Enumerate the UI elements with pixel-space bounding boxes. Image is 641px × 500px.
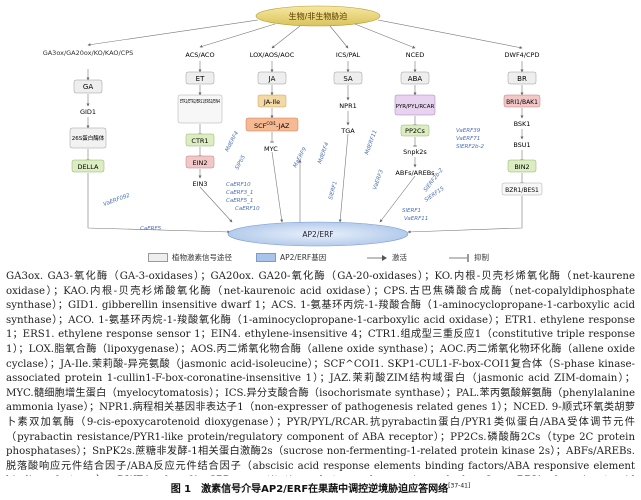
converging-arrows [87, 133, 523, 234]
erf-gene-6: CaERF10 [235, 206, 260, 212]
erf-gene-15: VaERF11 [404, 216, 428, 222]
ga-branch: GA3ox/GA20ox/KO/KAO/CPS GA GID1 26S蛋白酶体 … [43, 49, 134, 173]
ja-enzymes: LOX/AOS/AOC [250, 51, 295, 59]
ap2-erf-label: AP2/ERF [302, 230, 333, 239]
erf-gene-8: MdERF4 [317, 141, 330, 164]
hormone-signaling-diagram: 生物/非生物胁迫 GA3ox/GA20ox/KO/KAO/CPS GA GID1… [43, 5, 543, 247]
ja-ile-node: JA-Ile [263, 98, 280, 106]
snrk2s-node: Snpk2s [403, 148, 427, 156]
scf-jaz-node: SCFCOI1-JAZ [254, 121, 290, 130]
legend-item-inhibit: 抑制 [448, 252, 489, 263]
erf-gene-10: MdERF11 [364, 129, 378, 155]
erf-gene-5: CaERF5_1 [226, 198, 253, 204]
caption-text: 图 1 激素信号介导AP2/ERF在果蔬中调控逆境胁迫应答网络 [170, 484, 449, 495]
caption-reference: [37-41] [448, 482, 471, 490]
sa-enzymes: ICS/PAL [336, 51, 361, 59]
et-enzymes: ACS/ACO [185, 51, 214, 59]
erf-gene-1: MdERF4 [224, 130, 240, 153]
npr1-node: NPR1 [339, 102, 356, 110]
erf-gene-19: VaERF092 [103, 193, 132, 208]
legend-item-pathway: 植物激素信号途径 [148, 252, 232, 263]
erf-gene-2: SlPti5 [234, 154, 247, 171]
proteasome-node: 26S蛋白酶体 [72, 134, 105, 142]
bri1-bak1-node: BRI1/BAK1 [506, 99, 538, 106]
bsu1-node: BSU1 [513, 141, 530, 149]
bsk1-node: BSK1 [514, 120, 531, 128]
legend: 植物激素信号途径 AP2/ERF基因 激活 抑制 [148, 249, 568, 269]
stress-label: 生物/非生物胁迫 [289, 11, 348, 21]
ein3-node: EIN3 [192, 180, 207, 188]
erf-gene-9: SlERF1 [328, 181, 339, 201]
sa-branch: ICS/PAL SA NPR1 TGA [333, 51, 363, 135]
legend-swatch-ap2 [256, 253, 276, 262]
ja-node: JA [268, 75, 276, 83]
erf-gene-20: CaERF5 [140, 226, 162, 232]
ga-enzymes: GA3ox/GA20ox/KO/KAO/CPS [43, 49, 134, 57]
legend-label-inhibit: 抑制 [474, 253, 489, 262]
et-receptors: ETR1/ETR2/ERS1/ERS2/EIN4 [180, 99, 220, 105]
myc-node: MYC [264, 145, 278, 153]
sa-node: SA [343, 75, 353, 83]
erf-gene-16: VaERF39 [456, 128, 481, 134]
br-node: BR [517, 75, 527, 83]
activate-arrow-icon [367, 254, 387, 261]
abbreviations-paragraph: GA3ox. GA3-氧化酶（GA-3-oxidases）；GA20ox. GA… [6, 271, 635, 476]
figure-caption: 图 1 激素信号介导AP2/ERF在果蔬中调控逆境胁迫应答网络[37-41] [0, 480, 641, 495]
ein2-node: EIN2 [192, 159, 207, 167]
gid1-node: GID1 [80, 108, 96, 116]
erf-gene-17: VaERF71 [456, 136, 480, 142]
bzr1-bes1-node: BZR1/BES1 [505, 187, 539, 194]
della-node: DELLA [78, 163, 100, 171]
br-enzymes: DWF4/CPD [505, 51, 540, 59]
bin2-node: BIN2 [514, 163, 529, 171]
erf-gene-11: VaERF3 [372, 169, 385, 191]
et-node: ET [196, 75, 205, 83]
legend-label-activate: 激活 [392, 253, 407, 262]
legend-label-pathway: 植物激素信号途径 [172, 253, 232, 262]
inhibit-bar-icon [449, 253, 469, 262]
aba-branch: NCED ABA PYR/PYL/RCAR PP2Cs Snpk2s ABFs/… [394, 51, 436, 177]
br-branch: DWF4/CPD BR BRI1/BAK1 BSK1 BSU1 BIN2 BZR… [501, 51, 543, 196]
erf-gene-14: SlERF1 [402, 208, 421, 214]
ja-branch: LOX/AOS/AOC JA JA-Ile SCFCOI1-JAZ MYC [245, 51, 299, 153]
stress-arrows [87, 19, 523, 49]
ctr1-node: CTR1 [191, 137, 208, 145]
erf-gene-labels: MdERF4 SlPti5 CaERF10 CaERF3_1 CaERF5_1 … [103, 128, 485, 232]
legend-swatch-pathway [148, 253, 168, 262]
tga-node: TGA [340, 127, 355, 135]
erf-gene-3: CaERF10 [226, 182, 251, 188]
ap2-erf-node: AP2/ERF [227, 221, 409, 247]
stress-node: 生物/非生物胁迫 [255, 5, 381, 27]
erf-gene-4: CaERF3_1 [226, 190, 253, 196]
erf-gene-18: SlERF2b-2 [456, 144, 484, 150]
legend-item-activate: 激活 [366, 252, 407, 263]
pyr-pyl-rcar-node: PYR/PYL/RCAR [396, 104, 435, 110]
legend-item-ap2: AP2/ERF基因 [256, 252, 326, 263]
aba-node: ABA [408, 75, 423, 83]
pp2cs-node: PP2Cs [405, 127, 426, 135]
legend-label-ap2: AP2/ERF基因 [280, 253, 327, 262]
erf-gene-7: MaERF9 [292, 146, 308, 169]
ga-node: GA [83, 83, 93, 91]
et-branch: ACS/ACO ET ETR1/ETR2/ERS1/ERS2/EIN4 CTR1… [177, 51, 223, 188]
aba-enzymes: NCED [406, 51, 425, 59]
abfs-node: ABFs/AREBs [395, 169, 435, 177]
